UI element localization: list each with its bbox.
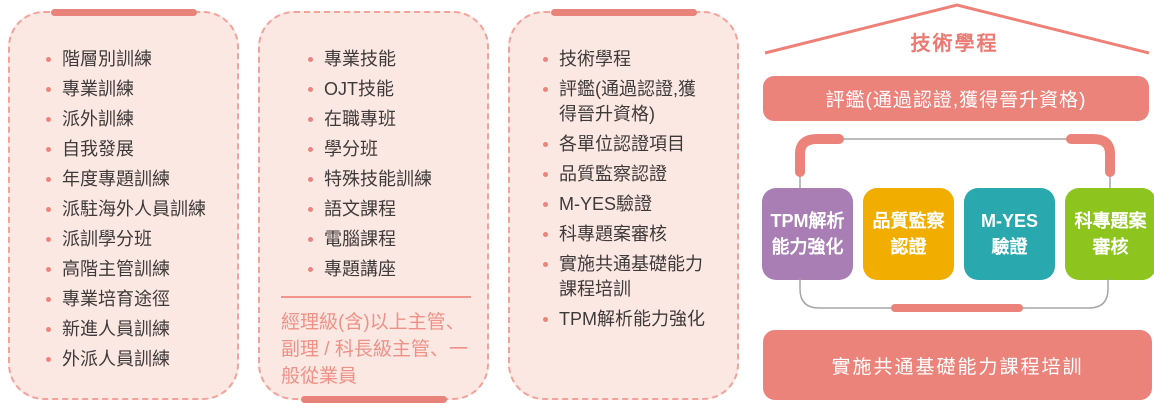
- bullet-icon: [308, 117, 313, 122]
- panel-training-programs: 階層別訓練 專業訓練 派外訓練 自我發展 年度專題訓練 派駐海外人員訓練 派訓學…: [8, 9, 239, 400]
- list-item: 高階主管訓練: [46, 257, 237, 282]
- bullet-icon: [308, 237, 313, 242]
- diagram-title: 技術學程: [910, 33, 999, 55]
- bullet-icon: [543, 232, 548, 237]
- bullet-icon: [46, 177, 51, 182]
- bullet-icon: [308, 57, 313, 62]
- certification-boxes: TPM解析 能力強化 品質監察 認證 M-YES 驗證 科專題案 審核: [762, 188, 1154, 280]
- bullet-icon: [46, 117, 51, 122]
- bullet-icon: [543, 317, 548, 322]
- certification-items-list: 技術學程 評鑑(通過認證,獲得晉升資格) 各單位認證項目 品質監察認證 M-YE…: [510, 13, 737, 332]
- list-item: 在職專班: [308, 107, 487, 132]
- list-item: 派駐海外人員訓練: [46, 197, 237, 222]
- list-item: 階層別訓練: [46, 47, 237, 72]
- list-item: 年度專題訓練: [46, 167, 237, 192]
- panel-course-types: 專業技能 OJT技能 在職專班 學分班 特殊技能訓練 語文課程 電腦課程 專題講…: [258, 11, 489, 403]
- evaluation-banner: 評鑑(通過認證,獲得晉升資格): [763, 76, 1149, 121]
- panel-tab-icon: [300, 396, 447, 403]
- bullet-icon: [543, 142, 548, 147]
- bullet-icon: [46, 327, 51, 332]
- list-item: 電腦課程: [308, 227, 487, 252]
- bullet-icon: [46, 237, 51, 242]
- list-item: TPM解析能力強化: [543, 307, 737, 332]
- bullet-icon: [308, 207, 313, 212]
- tpm-analysis-box: TPM解析 能力強化: [762, 188, 853, 280]
- bracket-connector-icon: [799, 279, 1109, 312]
- panel-tab-icon: [50, 9, 197, 16]
- roof-outline-icon: [764, 3, 1150, 55]
- list-item: 各單位認證項目: [543, 132, 737, 157]
- bullet-icon: [46, 147, 51, 152]
- list-item: 語文課程: [308, 197, 487, 222]
- audience-note: 經理級(含)以上主管、副理 / 科長級主管、一般從業員: [281, 296, 471, 390]
- list-item: OJT技能: [308, 77, 487, 102]
- course-types-list: 專業技能 OJT技能 在職專班 學分班 特殊技能訓練 語文課程 電腦課程 專題講…: [260, 13, 487, 282]
- list-item: 新進人員訓練: [46, 317, 237, 342]
- list-item: 品質監察認證: [543, 162, 737, 187]
- list-item: 派訓學分班: [46, 227, 237, 252]
- bullet-icon: [308, 177, 313, 182]
- training-programs-list: 階層別訓練 專業訓練 派外訓練 自我發展 年度專題訓練 派駐海外人員訓練 派訓學…: [10, 13, 237, 372]
- list-item: 派外訓練: [46, 107, 237, 132]
- list-item: M-YES驗證: [543, 192, 737, 217]
- panel-tab-icon: [550, 9, 697, 16]
- list-item: 特殊技能訓練: [308, 167, 487, 192]
- bullet-icon: [543, 87, 548, 92]
- quality-inspection-box: 品質監察 認證: [863, 188, 954, 280]
- list-item: 專業技能: [308, 47, 487, 72]
- list-item: 實施共通基礎能力課程培訓: [543, 252, 737, 302]
- bullet-icon: [543, 202, 548, 207]
- list-item: 技術學程: [543, 47, 737, 72]
- list-item: 專業訓練: [46, 77, 237, 102]
- list-item: 自我發展: [46, 137, 237, 162]
- bullet-icon: [308, 87, 313, 92]
- list-item: 專題講座: [308, 257, 487, 282]
- list-item: 外派人員訓練: [46, 347, 237, 372]
- m-yes-box: M-YES 驗證: [964, 188, 1055, 280]
- bullet-icon: [46, 207, 51, 212]
- basic-training-banner: 實施共通基礎能力課程培訓: [763, 330, 1152, 400]
- tech-program-diagram: 技術學程 評鑑(通過認證,獲得晉升資格) TPM解析 能力強化 品質監察 認證 …: [755, 0, 1154, 409]
- bullet-icon: [543, 172, 548, 177]
- bullet-icon: [543, 262, 548, 267]
- bullet-icon: [543, 57, 548, 62]
- bullet-icon: [46, 87, 51, 92]
- list-item: 專業培育途徑: [46, 287, 237, 312]
- list-item: 科專題案審核: [543, 222, 737, 247]
- bullet-icon: [46, 297, 51, 302]
- list-item: 評鑑(通過認證,獲得晉升資格): [543, 77, 737, 127]
- bullet-icon: [308, 267, 313, 272]
- bullet-icon: [308, 147, 313, 152]
- bullet-icon: [46, 357, 51, 362]
- bullet-icon: [46, 267, 51, 272]
- list-item: 學分班: [308, 137, 487, 162]
- ribbon-connector-icon: [795, 134, 1115, 188]
- bullet-icon: [46, 57, 51, 62]
- project-review-box: 科專題案 審核: [1065, 188, 1154, 280]
- panel-certification-items: 技術學程 評鑑(通過認證,獲得晉升資格) 各單位認證項目 品質監察認證 M-YE…: [508, 9, 739, 400]
